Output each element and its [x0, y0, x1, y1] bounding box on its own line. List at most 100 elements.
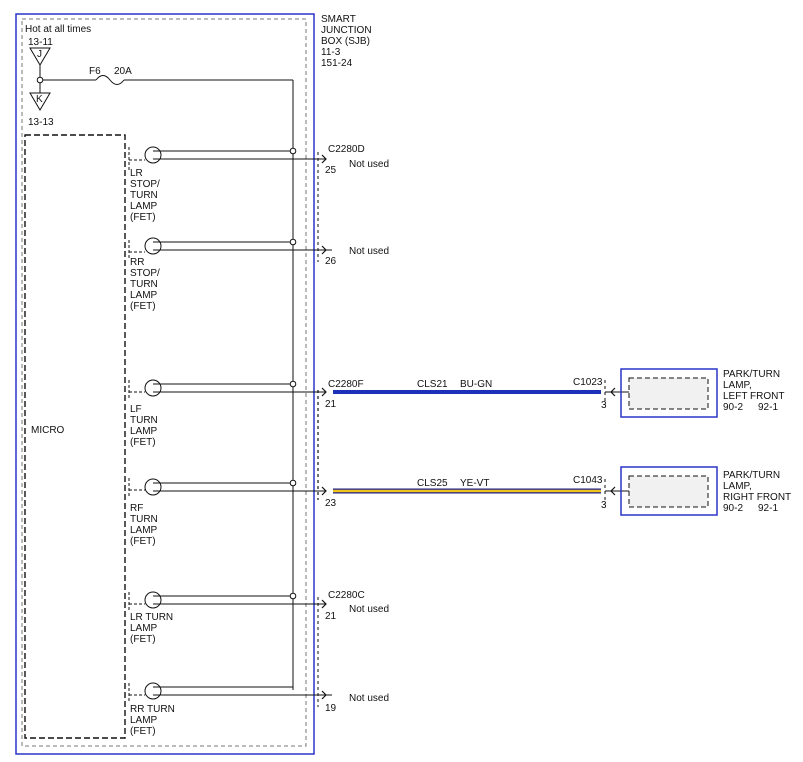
splice-dot	[289, 592, 297, 600]
sjb-title-1: SMART	[321, 14, 356, 25]
sjb-title-3: BOX (SJB)	[321, 36, 370, 47]
sjb-inner-dashed	[21, 18, 307, 747]
fet-label-3: LAMP	[130, 525, 158, 536]
wire-circuit: CLS21	[417, 379, 448, 390]
lamp-inner	[628, 475, 709, 508]
lamp-inner	[628, 377, 709, 410]
fet-label-1: LF	[130, 404, 142, 415]
fet-label-2: LAMP	[130, 715, 158, 726]
connector-arrow-icon	[321, 486, 327, 496]
fet-label-5: (FET)	[130, 301, 156, 312]
wire-circuit: CLS25	[417, 478, 448, 489]
fet-icon	[144, 237, 162, 255]
circuit-row-rr-stop: RR STOP/ TURN LAMP (FET) 26 Not used	[128, 237, 389, 312]
fet-label-2: TURN	[130, 415, 158, 426]
sjb-title-2: JUNCTION	[321, 25, 372, 36]
fet-label-3: TURN	[130, 190, 158, 201]
sjb-title-4: 11-3	[321, 47, 341, 58]
circuit-row-lr-turn: LR TURN LAMP (FET) C2280C 21 Not used	[128, 590, 389, 645]
fet-label-2: STOP/	[130, 179, 160, 190]
connector-arrow-icon	[321, 599, 327, 609]
lamp-label-2: LAMP,	[723, 380, 752, 391]
lamp-arrow-icon	[610, 387, 616, 397]
wire-cls21: CLS21 BU-GN C1023 3	[333, 377, 629, 411]
fet-label-3: (FET)	[130, 634, 156, 645]
connector-arrow-icon	[321, 387, 327, 397]
micro-label: MICRO	[31, 425, 65, 436]
tri-j-label: J	[37, 49, 42, 60]
fet-icon	[144, 591, 162, 609]
fet-icon	[144, 478, 162, 496]
end-pin: 3	[601, 500, 607, 511]
fet-label-1: RF	[130, 503, 143, 514]
splice-dot	[289, 238, 297, 246]
fet-label-3: TURN	[130, 279, 158, 290]
fet-label-4: LAMP	[130, 201, 158, 212]
ref-top: 13-11	[28, 37, 53, 48]
fet-label-4: (FET)	[130, 536, 156, 547]
lamp-right-front: PARK/TURN LAMP, RIGHT FRONT 90-2 92-1	[620, 466, 791, 516]
lamp-ref-2: 92-1	[758, 503, 778, 514]
not-used-note: Not used	[349, 693, 389, 704]
lamp-label-1: PARK/TURN	[723, 470, 780, 481]
fet-label-3: LAMP	[130, 426, 158, 437]
pin-number: 21	[325, 399, 337, 410]
splice-dot	[289, 479, 297, 487]
connector-id: C2280C	[328, 590, 365, 601]
end-connector: C1023	[573, 377, 603, 388]
lamp-label-3: RIGHT FRONT	[723, 492, 791, 503]
pin-number: 21	[325, 611, 337, 622]
lamp-ref-1: 90-2	[723, 503, 743, 514]
lamp-ref-1: 90-2	[723, 402, 743, 413]
connector-arrow-icon	[321, 245, 327, 255]
fet-label-3: (FET)	[130, 726, 156, 737]
sjb-outline	[15, 13, 315, 755]
feed-splice	[36, 76, 44, 84]
not-used-note: Not used	[349, 246, 389, 257]
connector-arrow-icon	[321, 690, 327, 700]
fet-label-1: RR TURN	[130, 704, 175, 715]
lamp-label-3: LEFT FRONT	[723, 391, 784, 402]
micro-box	[24, 134, 126, 739]
tri-k-label: K	[36, 94, 43, 105]
fet-icon	[144, 682, 162, 700]
splice-dot	[289, 380, 297, 388]
connector-id: C2280D	[328, 144, 365, 155]
not-used-note: Not used	[349, 604, 389, 615]
fet-label-1: LR TURN	[130, 612, 173, 623]
fet-label-2: STOP/	[130, 268, 160, 279]
fet-label-2: LAMP	[130, 623, 158, 634]
fet-label-4: (FET)	[130, 437, 156, 448]
circuit-row-lf-turn: LF TURN LAMP (FET) C2280F 21	[128, 379, 364, 448]
lamp-label-1: PARK/TURN	[723, 369, 780, 380]
lamp-arrow-icon	[610, 486, 616, 496]
end-pin: 3	[601, 400, 607, 411]
wire-color-code: BU-GN	[460, 379, 492, 390]
pin-number: 19	[325, 703, 337, 714]
fet-label-1: LR	[130, 168, 143, 179]
circuit-row-lr-stop: LR STOP/ TURN LAMP (FET) C2280D 25 Not u…	[128, 144, 389, 223]
fet-label-1: RR	[130, 257, 144, 268]
fet-icon	[144, 379, 162, 397]
wire-cls25: CLS25 YE-VT C1043 3	[333, 475, 629, 511]
fet-label-4: LAMP	[130, 290, 158, 301]
lamp-outline	[620, 368, 718, 418]
lamp-left-front: PARK/TURN LAMP, LEFT FRONT 90-2 92-1	[620, 368, 784, 418]
sjb-title-5: 151-24	[321, 58, 353, 69]
pin-number: 23	[325, 498, 337, 509]
wire-color-code: YE-VT	[460, 478, 489, 489]
lamp-label-2: LAMP,	[723, 481, 752, 492]
end-connector: C1043	[573, 475, 603, 486]
fet-label-2: TURN	[130, 514, 158, 525]
circuit-row-rf-turn: RF TURN LAMP (FET) 23	[128, 478, 337, 547]
not-used-note: Not used	[349, 159, 389, 170]
fet-label-5: (FET)	[130, 212, 156, 223]
fet-icon	[144, 146, 162, 164]
circuit-row-rr-turn: RR TURN LAMP (FET) 19 Not used	[128, 682, 389, 737]
ref-bottom: 13-13	[28, 117, 54, 128]
fuse-icon	[95, 75, 125, 85]
fuse-rating: 20A	[114, 66, 132, 77]
triangle-j-icon	[29, 47, 51, 66]
lamp-ref-2: 92-1	[758, 402, 778, 413]
